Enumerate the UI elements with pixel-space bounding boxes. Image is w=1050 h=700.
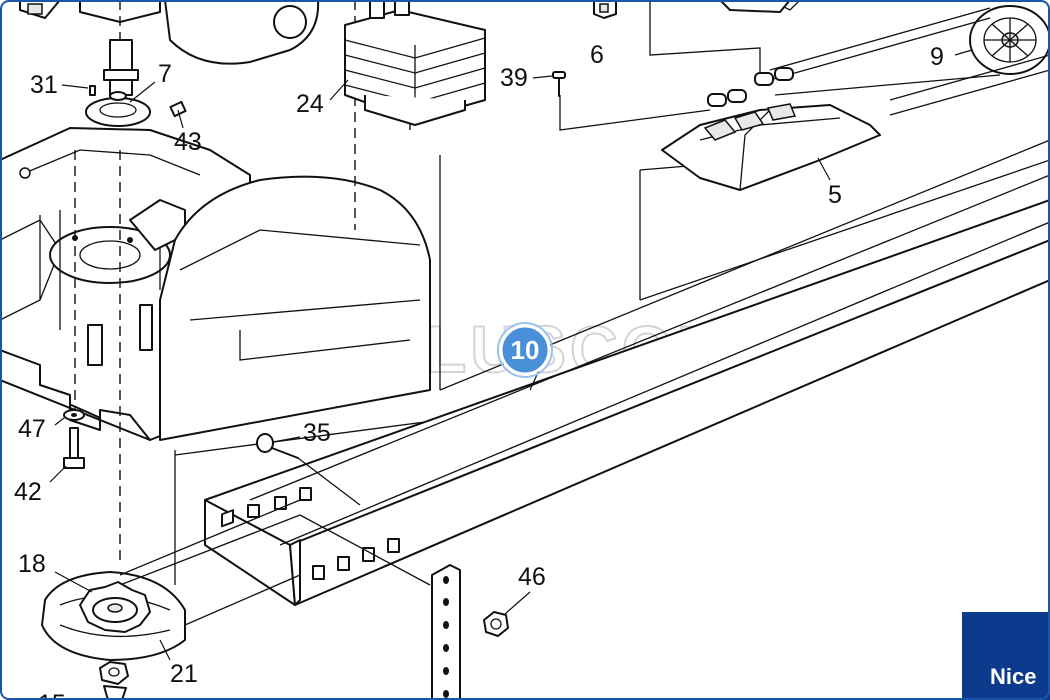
chain-links	[707, 67, 794, 107]
callout-18: 18	[18, 550, 46, 578]
part-18-sprocket	[79, 581, 151, 633]
part-47-washer	[63, 409, 85, 421]
assembly-axes	[74, 0, 801, 585]
part-15-nut	[99, 661, 129, 700]
part-39-screw	[552, 71, 566, 97]
part-5-carriage	[661, 103, 881, 191]
brand-logo: Nice	[962, 612, 1050, 700]
callout-15: 15	[38, 690, 66, 700]
part-9-pulley	[969, 5, 1050, 75]
callout-47: 47	[18, 415, 46, 443]
perforated-bracket	[431, 564, 461, 700]
part-10-rail	[204, 139, 1050, 606]
part-6-connector	[593, 0, 617, 19]
leader-lines	[49, 49, 973, 661]
callout-39: 39	[500, 64, 528, 92]
motor-housing	[0, 0, 431, 441]
rail-slots	[221, 487, 400, 580]
callout-7: 7	[158, 60, 172, 88]
part-31-key	[89, 85, 96, 96]
callout-42: 42	[14, 478, 42, 506]
part-43-pin	[169, 100, 187, 118]
callouts: 31 7 43 24 6 39 9 5 47 42 35 18 46 21 15	[14, 41, 944, 700]
callout-6: 6	[590, 41, 604, 69]
drive-chain	[707, 7, 1050, 116]
callout-31: 31	[30, 71, 58, 99]
callout-46: 46	[518, 563, 546, 591]
callout-5: 5	[828, 181, 842, 209]
part-46-nut	[483, 611, 509, 637]
part-10-highlight-badge[interactable]: 10	[497, 322, 553, 378]
callout-9: 9	[930, 43, 944, 71]
part-7-pinion	[85, 39, 151, 127]
top-right-bracket	[719, 0, 791, 13]
callout-35: 35	[303, 419, 331, 447]
part-35-screw	[256, 433, 431, 586]
part-24-transformer	[344, 0, 486, 126]
callout-21: 21	[170, 660, 198, 688]
badge-label: 10	[511, 335, 540, 365]
part-42-bolt	[63, 427, 85, 469]
callout-43: 43	[174, 128, 202, 156]
brand-logo-text: Nice	[990, 664, 1036, 689]
callout-24: 24	[296, 90, 324, 118]
